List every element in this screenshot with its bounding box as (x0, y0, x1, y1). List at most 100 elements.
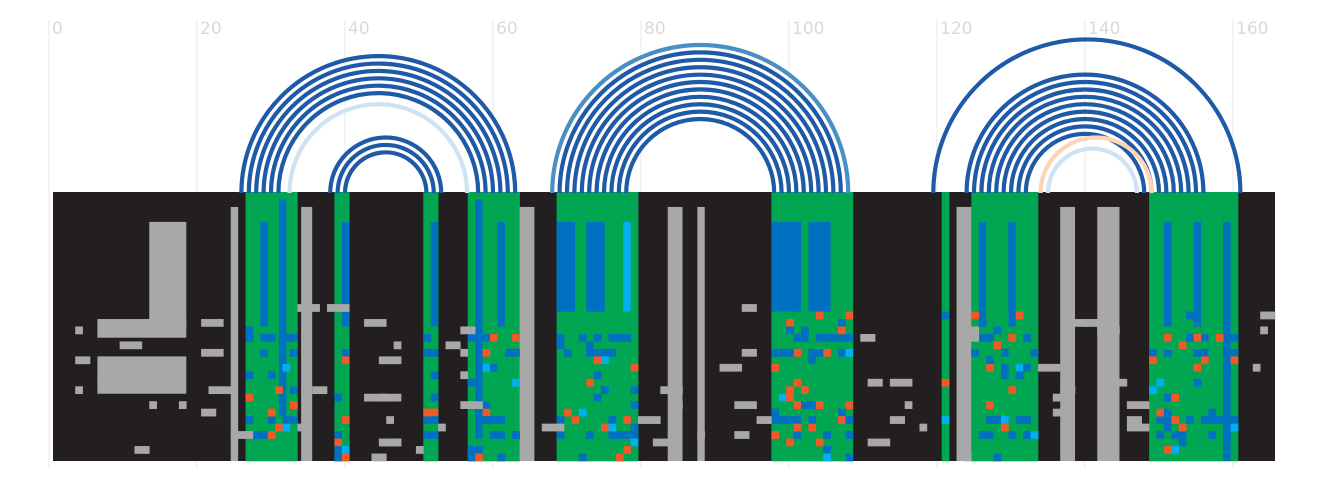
heatmap-cell (1156, 408, 1165, 417)
heatmap-cell (963, 326, 980, 335)
heatmap-cell (593, 333, 602, 342)
x-tick-label: 120 (940, 19, 972, 39)
heatmap-cell (623, 446, 631, 454)
heatmap-cell (823, 221, 831, 312)
heatmap-cell (282, 333, 291, 342)
heatmap-cell (1023, 363, 1031, 372)
heatmap-cell (512, 378, 520, 387)
arc-link (557, 50, 843, 194)
heatmap-cell (941, 378, 950, 387)
heatmap-cell (460, 401, 483, 409)
heatmap-cell (667, 206, 683, 461)
heatmap-cell (1149, 192, 1157, 462)
heatmap-cell (267, 408, 276, 417)
heatmap-cell (1200, 348, 1209, 357)
heatmap-cell (334, 431, 343, 439)
heatmap-cell (1178, 423, 1187, 432)
heatmap-cell (267, 333, 276, 342)
heatmap-cell (838, 408, 846, 417)
heatmap-cell (786, 416, 794, 424)
heatmap-cell (630, 363, 639, 372)
heatmap-cell (1156, 416, 1165, 424)
heatmap-cell (245, 326, 254, 335)
heatmap-cell (1015, 192, 1024, 462)
heatmap-cell (245, 416, 254, 424)
heatmap-cell (867, 378, 883, 387)
arc-link (624, 116, 777, 194)
heatmap-cell (430, 408, 439, 417)
arc-link (1038, 135, 1154, 194)
heatmap-cell (541, 423, 565, 432)
heatmap-cell (823, 453, 831, 462)
heatmap-cell (252, 192, 261, 462)
heatmap-cell (415, 446, 424, 454)
heatmap-cell (1000, 423, 1009, 432)
heatmap-cell (119, 341, 143, 350)
heatmap-cell (815, 438, 824, 447)
heatmap-cell (267, 431, 276, 439)
heatmap-cell (786, 438, 794, 447)
heatmap-cell (986, 333, 994, 342)
arc-link (994, 102, 1176, 194)
heatmap-cell (260, 431, 269, 439)
heatmap-cell (556, 221, 576, 312)
heatmap-cell (97, 356, 187, 394)
heatmap-cell (556, 431, 565, 439)
heatmap-cell (771, 192, 780, 462)
heatmap-cell (1067, 319, 1091, 327)
heatmap-cell (482, 401, 491, 409)
heatmap-cell (1178, 341, 1187, 350)
heatmap-cell (341, 356, 350, 365)
heatmap-cell (778, 393, 787, 402)
heatmap-cell (823, 348, 831, 357)
heatmap-cell (1052, 393, 1068, 402)
heatmap-cell (778, 348, 787, 357)
heatmap-cell (475, 446, 483, 454)
heatmap-cell (260, 333, 269, 342)
heatmap-cell (993, 453, 1002, 462)
heatmap-cell (578, 192, 587, 462)
heatmap-cell (334, 192, 343, 462)
arc-link (594, 87, 806, 194)
heatmap-cell (423, 333, 432, 342)
heatmap-cell (1230, 356, 1239, 365)
heatmap-cell (1008, 431, 1017, 439)
x-tick-label: 60 (496, 19, 518, 39)
heatmap-cell (786, 393, 794, 402)
heatmap-cell (475, 333, 483, 342)
heatmap-cell (289, 348, 298, 357)
heatmap-cell (941, 416, 950, 424)
heatmap-cell (423, 348, 432, 357)
heatmap-cell (630, 423, 639, 432)
heatmap-cell (786, 348, 794, 357)
heatmap-cell (808, 348, 817, 357)
heatmap-cell (586, 431, 594, 439)
heatmap-cell (919, 423, 928, 432)
heatmap-cell (282, 192, 291, 462)
heatmap-cell (1008, 333, 1017, 342)
heatmap-cell (1252, 363, 1261, 372)
heatmap-cell (230, 431, 254, 439)
heatmap-cell (838, 319, 846, 327)
heatmap-cell (675, 401, 683, 409)
heatmap-cell (1171, 431, 1180, 439)
heatmap-cell (1030, 431, 1039, 439)
heatmap-cell (638, 416, 661, 424)
heatmap-cell (608, 333, 617, 342)
heatmap-cell (1163, 348, 1172, 357)
arc-link (971, 79, 1199, 194)
heatmap-cell (512, 431, 520, 439)
heatmap-cell (808, 221, 827, 312)
heatmap-cell (497, 431, 506, 439)
heatmap-cell (1200, 356, 1209, 365)
heatmap-cell (719, 363, 743, 372)
heatmap-cell (267, 192, 276, 462)
heatmap-cell (245, 371, 254, 380)
heatmap-cell (845, 401, 854, 409)
heatmap-cell (1171, 393, 1180, 402)
heatmap-cell (830, 192, 839, 462)
heatmap-cell (786, 386, 794, 395)
heatmap-cell (823, 192, 831, 462)
heatmap-cell (460, 326, 476, 335)
heatmap-cell (623, 192, 631, 462)
